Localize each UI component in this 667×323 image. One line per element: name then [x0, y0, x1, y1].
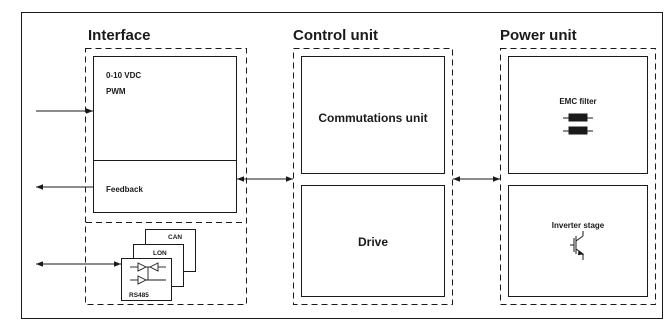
commutations-unit-label: Commutations unit — [318, 111, 427, 125]
header-power-unit: Power unit — [500, 27, 577, 44]
bus-card-rs485-label: RS485 — [129, 292, 149, 299]
emc-filter-label: EMC filter — [559, 97, 596, 106]
power-group-dashed — [500, 48, 656, 305]
control-group-dashed — [293, 48, 453, 305]
signal-input-block — [93, 56, 237, 213]
signal-label-0-10vdc: 0-10 VDC — [106, 71, 141, 80]
signal-label-pwm: PWM — [106, 87, 126, 96]
emc-filter-block — [508, 56, 648, 174]
feedback-label: Feedback — [106, 185, 143, 194]
outer-frame — [21, 12, 663, 319]
header-control-unit: Control unit — [293, 27, 378, 44]
inverter-stage-block — [508, 185, 648, 297]
emc-filter-icon — [563, 113, 593, 135]
drive-block — [301, 185, 445, 297]
interface-group-dashed — [85, 48, 247, 305]
commutations-unit-block — [301, 56, 445, 174]
bus-card-rs485 — [121, 258, 172, 301]
bus-cards: CAN LON RS485 — [121, 229, 196, 301]
inverter-stage-label: Inverter stage — [552, 221, 605, 230]
drive-label: Drive — [358, 235, 388, 249]
bus-card-can-label: CAN — [168, 234, 182, 241]
transistor-icon — [570, 231, 585, 260]
header-interface: Interface — [88, 27, 151, 44]
bus-card-lon-label: LON — [153, 250, 167, 257]
bus-driver-icon — [130, 262, 166, 285]
